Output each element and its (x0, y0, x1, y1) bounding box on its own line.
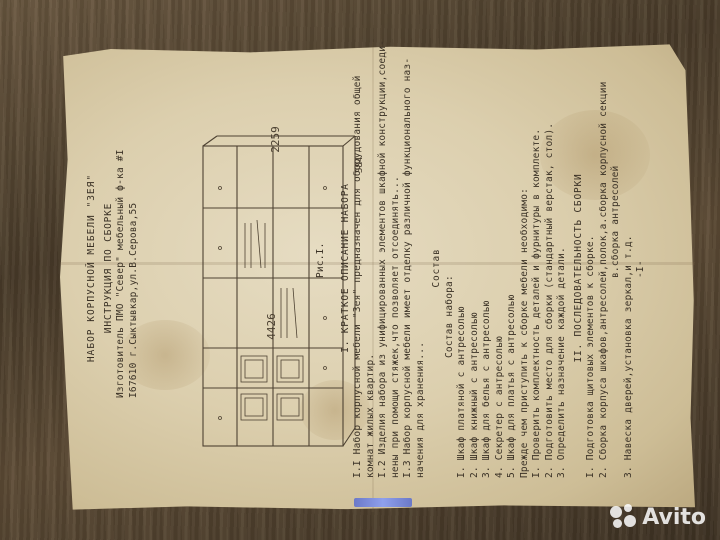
paper-stain (120, 320, 210, 390)
furniture-wall-drawing (202, 135, 356, 447)
pre-assembly: Прежде чем приступить к сборке мебели не… (518, 187, 530, 478)
seq-1: I. Подготовка щитовых элементов к сборке… (585, 235, 596, 478)
item: 5. Шкаф для платья с антресолью (506, 294, 517, 478)
paper-stain (300, 380, 370, 440)
pre-3: 3. Определить назначение каждой детали. (556, 247, 567, 478)
pre-1: I. Проверить комплектность деталей и фур… (531, 128, 542, 478)
instruction-sheet (60, 44, 695, 510)
address-line: I67610 г.Сыктывкар,ул.В.Серова,55 (127, 202, 139, 398)
para-1-3: I.3 Набор корпусной мебели имеет отделку… (402, 57, 413, 478)
section1-title: I. КРАТКОЕ ОПИСАНИЕ НАБОРА (339, 183, 351, 353)
composition-sub: Состав набора: (443, 275, 455, 358)
para-1-1b: комнат жилых квартир. (364, 353, 376, 478)
figure-caption: Рис.I. (315, 242, 326, 278)
seq-2: 2. Сборка корпуса шкафов,антресолей,поло… (597, 81, 609, 478)
seq-3: 3. Навеска дверей,установка зеркал,и т.д… (622, 235, 634, 478)
paper-stain (540, 110, 650, 200)
blue-tape-fragment (354, 498, 412, 507)
para-1-2: I.2 Изделия набора из унифицированных эл… (377, 39, 388, 478)
para-1-2b: нены при помощи стяжек,что позволяет отс… (389, 176, 401, 478)
pre-2: 2. Подготовить место для сборки (стандар… (543, 122, 555, 478)
avito-brand-text: Avito (642, 504, 706, 530)
item: 4. Секретер с антресолью (493, 335, 505, 478)
page-number: -I- (635, 260, 646, 278)
document-title: НАБОР КОРПУСНОЙ МЕБЕЛИ "ЗЕЯ" (86, 173, 97, 363)
avito-watermark: Avito (610, 504, 706, 530)
avito-logo-icon (610, 504, 637, 530)
document-subtitle: ИНСТРУКЦИЯ ПО СБОРКЕ (102, 202, 114, 334)
paper-fold-horizontal (60, 262, 695, 265)
document-text: НАБОР КОРПУСНОЙ МЕБЕЛИ "ЗЕЯ" ИНСТРУКЦИЯ … (86, 39, 646, 478)
composition-title: Состав (431, 248, 442, 288)
item: I. Шкаф платяной с антресолью (456, 306, 467, 478)
maker-line: Изготовитель ПМО "Север" мебельный ф-ка … (115, 149, 126, 398)
para-1-1: I.I Набор корпусной мебели "Зея" предназ… (352, 75, 363, 478)
para-1-3b: начения для хранения... (414, 341, 426, 478)
item: 3. Шкаф для белья с антресолью (481, 300, 492, 478)
paper-fold-vertical (372, 42, 374, 512)
item: 2. Шкаф книжный с антресолью (468, 312, 480, 478)
seq-2b: в.сборка антресолей (610, 165, 621, 278)
section2-title: II. ПОСЛЕДОВАТЕЛЬНОСТЬ СБОРКИ (572, 173, 584, 363)
